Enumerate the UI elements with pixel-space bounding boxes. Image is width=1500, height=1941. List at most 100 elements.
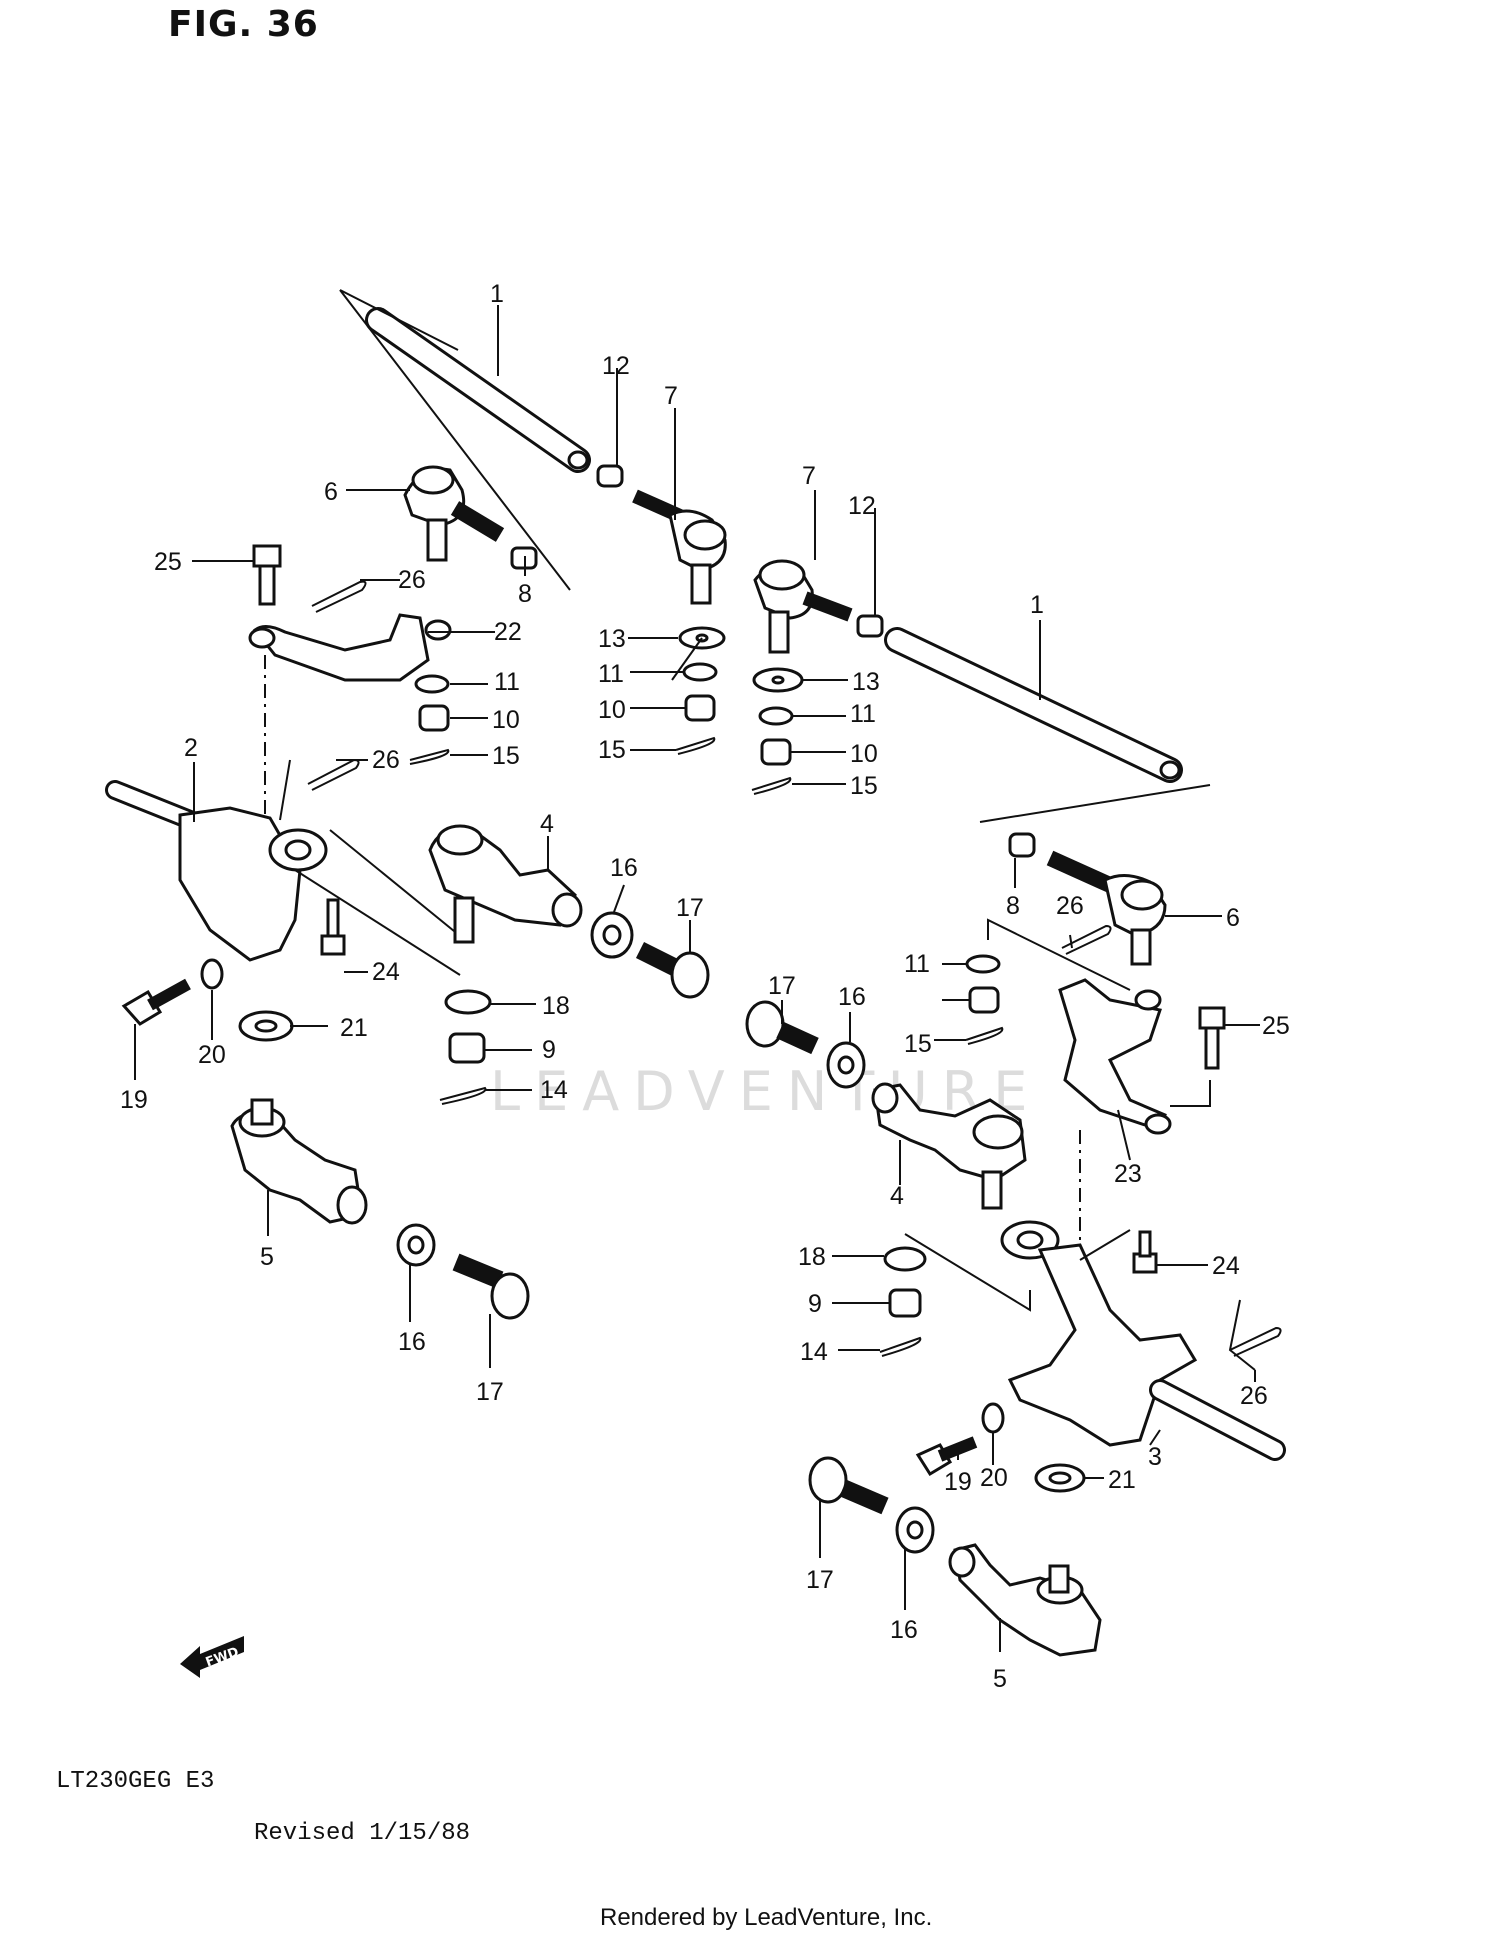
cotter-pin-15-right[interactable] — [965, 1026, 1004, 1045]
callout-17: 17 — [768, 972, 796, 1000]
washer-11-upper-left[interactable] — [414, 674, 450, 694]
tie-rod-end-4-right[interactable] — [871, 1082, 1027, 1210]
forward-direction-arrow: FWD — [180, 1636, 244, 1678]
callout-14: 14 — [540, 1076, 568, 1104]
callout-11: 11 — [850, 700, 876, 728]
callout-15: 15 — [598, 736, 626, 764]
nut-10-left-center[interactable] — [684, 694, 716, 722]
bushing-16-lower-left[interactable] — [396, 1223, 436, 1267]
bolt-25-right[interactable] — [1198, 1006, 1226, 1070]
washer-13-right[interactable] — [752, 667, 804, 693]
callout-10: 10 — [492, 706, 520, 734]
washer-18-right[interactable] — [883, 1246, 927, 1272]
steering-knuckle-2[interactable] — [105, 780, 328, 962]
bolt-17-lower-right[interactable] — [808, 1456, 889, 1515]
callout-16: 16 — [890, 1616, 918, 1644]
nut-10-right[interactable] — [968, 986, 1000, 1014]
callout-10: 10 — [850, 740, 878, 768]
cotter-pin-14-left[interactable] — [439, 1086, 487, 1105]
cotter-pin-14-right[interactable] — [879, 1336, 922, 1357]
washer-20-left[interactable] — [200, 958, 224, 990]
bolt-17-upper-left[interactable] — [635, 941, 710, 999]
callout-25: 25 — [154, 548, 182, 576]
bolt-24-left[interactable] — [320, 898, 346, 956]
nut-10-right-center[interactable] — [760, 738, 792, 766]
washer-11-right-center[interactable] — [758, 706, 794, 726]
washer-18-left[interactable] — [444, 989, 492, 1015]
cotter-pin-26-mid-left[interactable] — [307, 758, 360, 791]
callout-26: 26 — [1056, 892, 1084, 920]
tie-rod-end-5-left[interactable] — [230, 1098, 368, 1225]
callout-3: 3 — [1148, 1443, 1162, 1471]
cotter-pin-26-right[interactable] — [1229, 1326, 1282, 1357]
tie-rod-end-4-left[interactable] — [428, 824, 583, 944]
bolt-17-lower-left[interactable] — [452, 1253, 530, 1320]
bolt-19-left[interactable] — [121, 978, 191, 1026]
cotter-pin-15-upper-left[interactable] — [409, 748, 450, 765]
washer-21-right[interactable] — [1034, 1463, 1086, 1493]
tie-rod-end-7-left[interactable] — [632, 489, 727, 605]
washer-11-left-center[interactable] — [682, 662, 718, 682]
castle-nut-9-left[interactable] — [448, 1032, 486, 1064]
callout-23: 23 — [1114, 1160, 1142, 1188]
callout-7: 7 — [664, 382, 678, 410]
callout-8: 8 — [1006, 892, 1020, 920]
arm-22[interactable] — [248, 613, 452, 682]
model-code: LT230GEG E3 — [56, 1768, 215, 1795]
callout-19: 19 — [944, 1468, 972, 1496]
bolt-24-right[interactable] — [1132, 1230, 1158, 1274]
callout-12: 12 — [602, 352, 630, 380]
callout-13: 13 — [598, 625, 626, 653]
callout-21: 21 — [340, 1014, 368, 1042]
locknut-12-left[interactable] — [596, 464, 624, 488]
steering-knuckle-3[interactable] — [1000, 1220, 1286, 1461]
callout-24: 24 — [372, 958, 400, 986]
callout-11: 11 — [494, 668, 520, 696]
callout-21: 21 — [1108, 1466, 1136, 1494]
tie-rod-end-7-right[interactable] — [753, 559, 853, 654]
callout-17: 17 — [676, 894, 704, 922]
callout-15: 15 — [492, 742, 520, 770]
nut-8-right[interactable] — [1008, 832, 1036, 858]
tie-rod-end-6-right[interactable] — [1046, 850, 1167, 966]
callout-4: 4 — [540, 810, 554, 838]
callout-20: 20 — [198, 1041, 226, 1069]
cotter-pin-26-upper-left[interactable] — [311, 580, 367, 613]
cotter-pin-15-left-center[interactable] — [675, 736, 716, 755]
nut-10-upper-left[interactable] — [418, 704, 450, 732]
callout-22: 22 — [494, 618, 522, 646]
callout-15: 15 — [850, 772, 878, 800]
bolt-19-right[interactable] — [915, 1436, 978, 1477]
callout-16: 16 — [610, 854, 638, 882]
callout-18: 18 — [542, 992, 570, 1020]
figure-title: FIG. 36 — [168, 4, 319, 45]
callout-19: 19 — [120, 1086, 148, 1114]
cotter-pin-26-upper-right[interactable] — [1061, 924, 1112, 955]
callout-7: 7 — [802, 462, 816, 490]
callout-9: 9 — [808, 1290, 822, 1318]
castle-nut-9-right[interactable] — [888, 1288, 922, 1318]
bolt-25-left[interactable] — [252, 544, 282, 606]
washer-11-right[interactable] — [965, 954, 1001, 974]
tie-rod-right[interactable] — [884, 627, 1183, 783]
callout-17: 17 — [476, 1378, 504, 1406]
bushing-16-lower-right[interactable] — [895, 1506, 935, 1554]
locknut-12-right[interactable] — [856, 614, 884, 638]
washer-20-right[interactable] — [981, 1402, 1005, 1434]
tie-rod-end-5-right[interactable] — [948, 1543, 1102, 1657]
cotter-pin-15-right-center[interactable] — [751, 776, 792, 795]
bushing-16-upper-right[interactable] — [826, 1041, 866, 1089]
callout-4: 4 — [890, 1182, 904, 1210]
callout-18: 18 — [798, 1243, 826, 1271]
callout-12: 12 — [848, 492, 876, 520]
tie-rod-left[interactable] — [365, 307, 591, 473]
callout-11: 11 — [598, 660, 624, 688]
bushing-16-upper-left[interactable] — [590, 911, 634, 959]
callout-1: 1 — [490, 280, 504, 308]
arm-23[interactable] — [1058, 978, 1172, 1135]
washer-21-left[interactable] — [238, 1010, 294, 1042]
tie-rod-end-6-left[interactable] — [403, 465, 505, 562]
callout-11: 11 — [904, 950, 930, 978]
callout-5: 5 — [260, 1243, 274, 1271]
